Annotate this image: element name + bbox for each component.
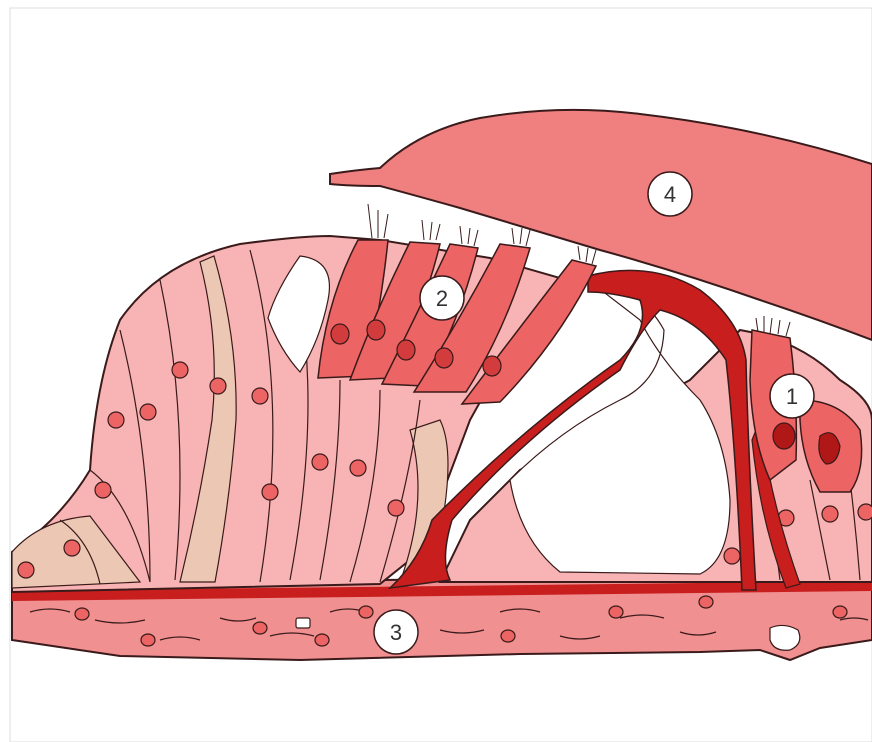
label-3: 3 <box>374 610 418 654</box>
label-4: 4 <box>648 172 692 216</box>
label-2: 2 <box>420 276 464 320</box>
label-4-text: 4 <box>664 182 676 207</box>
label-3-text: 3 <box>390 620 402 645</box>
label-1: 1 <box>770 374 814 418</box>
label-2-text: 2 <box>436 286 448 311</box>
label-1-text: 1 <box>786 384 798 409</box>
